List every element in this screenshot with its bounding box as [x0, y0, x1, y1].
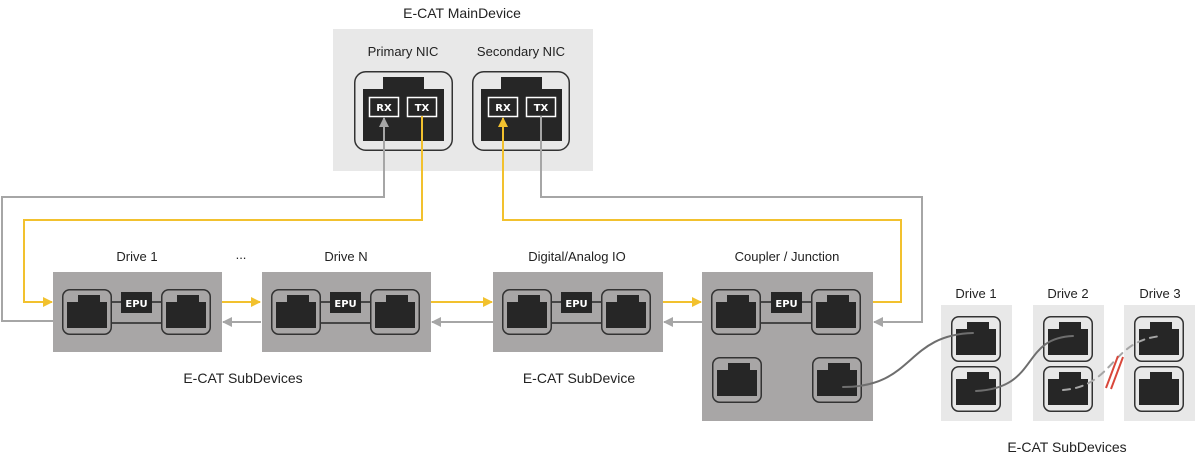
secondary-nic-label: Secondary NIC: [477, 44, 565, 59]
branch-cables: [842, 332, 1163, 392]
epu-label: EPU: [775, 299, 797, 310]
secondary-forward-path: [498, 117, 902, 303]
branch-device-drive-2: Drive 2: [1033, 286, 1104, 421]
epu-chip: [121, 292, 152, 313]
epu-label: EPU: [565, 299, 587, 310]
primary-forward-path: [23, 116, 423, 307]
group-label-branch: E-CAT SubDevices: [1007, 439, 1126, 455]
epu-chip: [561, 292, 592, 313]
cable-drive-1-to-drive-2: [975, 335, 1074, 392]
ring-paths: [1, 116, 923, 327]
device-label: Drive 1: [955, 286, 996, 301]
primary-tx-label: TX: [415, 103, 430, 114]
ring-device-coupler-junction: Coupler / Junction EPU: [702, 249, 873, 421]
epu-chip: [771, 292, 802, 313]
device-label: Drive 3: [1139, 286, 1180, 301]
branch-device-drive-1: Drive 1: [941, 286, 1012, 421]
device-label: Drive N: [324, 249, 367, 264]
device-label: Digital/Analog IO: [528, 249, 626, 264]
primary-nic-label: Primary NIC: [368, 44, 439, 59]
epu-label: EPU: [125, 299, 147, 310]
link-break-icon: [1105, 355, 1124, 390]
primary-nic-port: [354, 71, 453, 151]
device-label: Coupler / Junction: [735, 249, 840, 264]
branch-device-drive-3: Drive 3: [1124, 286, 1195, 421]
ring-device-drive-n: Drive N EPU: [262, 249, 431, 352]
primary-rx-label: RX: [376, 103, 392, 114]
device-label: Drive 2: [1047, 286, 1088, 301]
secondary-return-path: [540, 116, 923, 327]
primary-rx-badge: [368, 96, 400, 118]
group-label-io: E-CAT SubDevice: [523, 370, 636, 386]
secondary-tx-label: TX: [534, 103, 549, 114]
broken-cable-drive-2-to-drive-3: [1062, 335, 1163, 391]
ring-device-digital-analog-io: Digital/Analog IO EPU: [493, 249, 663, 352]
cable-coupler-to-drive-1: [842, 332, 974, 388]
epu-label: EPU: [334, 299, 356, 310]
device-label: Drive 1: [116, 249, 157, 264]
ellipsis: ...: [236, 247, 247, 262]
secondary-nic-port: [472, 71, 570, 151]
secondary-rx-badge: [487, 96, 519, 118]
group-label-drives: E-CAT SubDevices: [183, 370, 302, 386]
primary-return-path: [1, 117, 389, 322]
epu-chip: [330, 292, 361, 313]
ring-device-drive-1: Drive 1 EPU: [53, 249, 222, 352]
main-device-title: E-CAT MainDevice: [403, 5, 521, 21]
secondary-rx-label: RX: [495, 103, 511, 114]
